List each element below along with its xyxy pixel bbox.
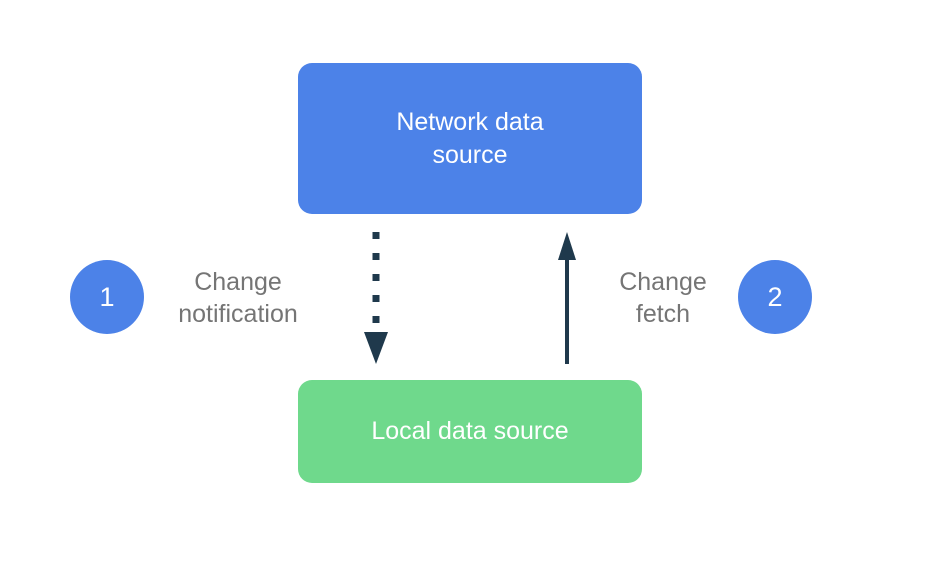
local-data-source-node: Local data source — [298, 380, 642, 483]
step-2-number: 2 — [767, 281, 783, 312]
network-data-source-label: Network data source — [396, 107, 544, 169]
change-notification-label: Change notification — [178, 268, 298, 328]
change-fetch-label: Change fetch — [619, 268, 707, 328]
local-data-source-label: Local data source — [371, 417, 569, 445]
network-data-source-node: Network data source — [298, 63, 642, 214]
step-2-badge: 2 — [738, 260, 812, 334]
step-1-badge: 1 — [70, 260, 144, 334]
change-fetch-arrow-icon — [558, 232, 576, 364]
change-notification-arrow-icon — [364, 232, 388, 364]
step-1-number: 1 — [99, 281, 115, 312]
